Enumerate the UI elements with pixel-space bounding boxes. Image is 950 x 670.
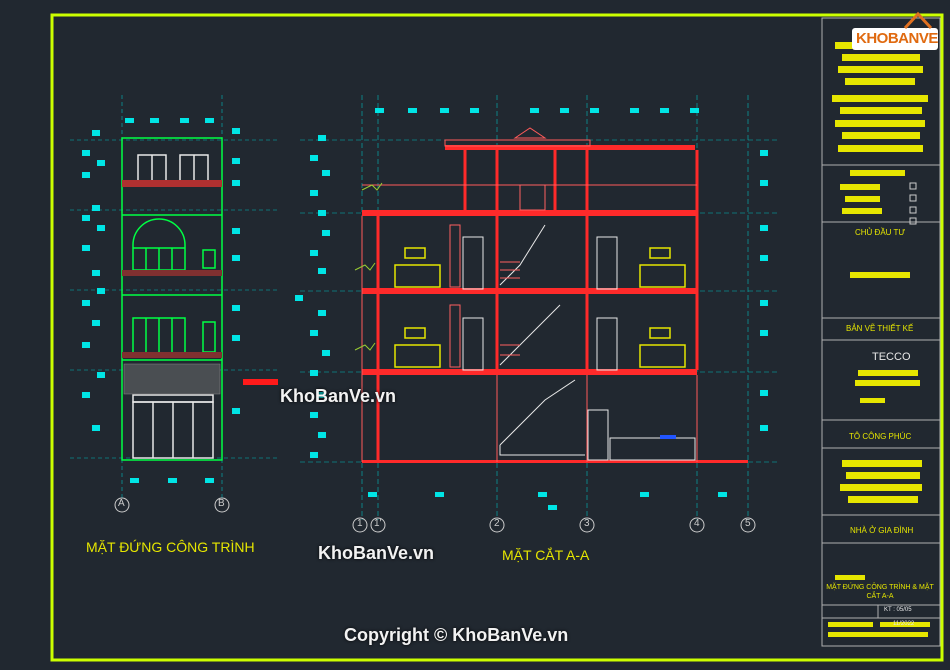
grid-label-b: B [218, 498, 225, 509]
watermark-1: KhoBanVe.vn [280, 386, 397, 406]
grid-label-5: 5 [745, 518, 751, 529]
sheet-title: MẶT ĐỨNG CÔNG TRÌNH & MẶT CẮT A-A [826, 584, 934, 600]
khobanve-logo [852, 11, 938, 50]
sheet-number: KT : 05/05 [884, 607, 912, 613]
title-block-checkboxes [909, 182, 917, 225]
sheet-border [50, 13, 944, 662]
grid-label-2: 2 [494, 518, 500, 529]
section-title: MẶT CẮT A-A [502, 547, 590, 563]
front-elevation [70, 95, 280, 513]
elevation-dimension-marks [82, 118, 240, 483]
company-name: TECCO [872, 351, 911, 363]
grid-label-a: A [118, 498, 125, 509]
copyright-watermark: Copyright © KhoBanVe.vn [344, 625, 569, 645]
person-name: TÔ CÔNG PHÚC [849, 432, 912, 441]
grid-label-3: 3 [584, 518, 590, 529]
elevation-title: MẶT ĐỨNG CÔNG TRÌNH [86, 539, 255, 555]
section-a-a [300, 95, 780, 533]
grid-label-1: 1 [357, 518, 363, 529]
designer-header: BẢN VẼ THIẾT KẾ [846, 324, 914, 333]
project-type: NHÀ Ở GIA ĐÌNH [850, 526, 914, 535]
grid-label-1p: 1' [374, 518, 382, 529]
logo-text: KHOBANVE [856, 30, 938, 47]
grid-label-4: 4 [694, 518, 700, 529]
title-block-frame [821, 17, 941, 647]
watermark-2: KhoBanVe.vn [318, 543, 435, 563]
section-dimension-marks [295, 108, 768, 510]
sheet-date: 11/2022 [893, 621, 915, 627]
owner-header: CHỦ ĐẦU TƯ [855, 228, 906, 237]
